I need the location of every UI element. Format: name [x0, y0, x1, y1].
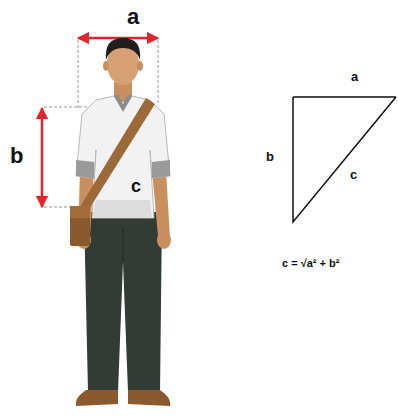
side-label: a — [351, 70, 358, 83]
dimension-guide — [44, 207, 72, 208]
right-triangle — [293, 97, 396, 222]
dimension-label: c — [131, 177, 141, 195]
dimension-guide — [78, 40, 79, 108]
dimension-label: b — [10, 145, 23, 167]
side-label: c — [350, 168, 357, 181]
person-figure — [70, 38, 171, 406]
dimension-guide — [158, 40, 159, 104]
side-label: b — [266, 150, 274, 163]
formula: c = √a² + b² — [282, 258, 339, 269]
dimension-label: a — [127, 6, 139, 28]
dimension-arrow — [41, 108, 44, 207]
